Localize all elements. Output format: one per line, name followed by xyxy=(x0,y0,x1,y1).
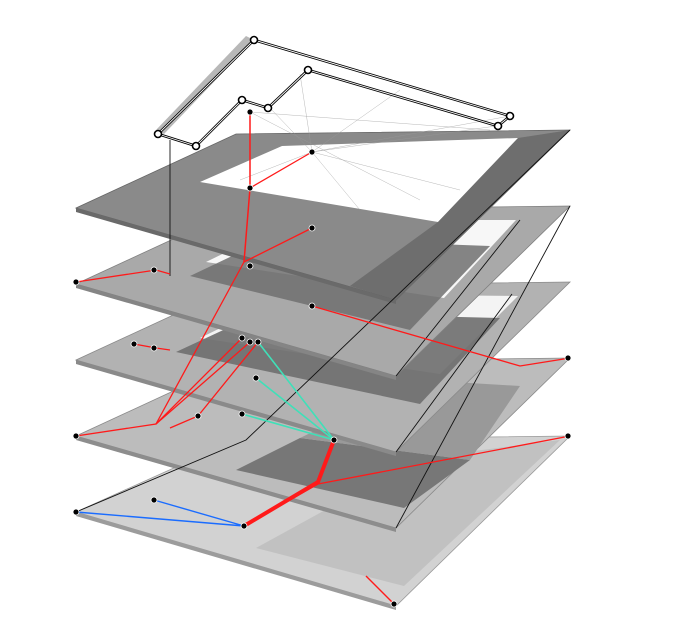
node xyxy=(239,411,245,417)
node xyxy=(239,335,245,341)
outline-vertex xyxy=(239,97,246,104)
node xyxy=(331,437,337,443)
node xyxy=(73,433,79,439)
outline-vertex xyxy=(495,123,502,130)
node xyxy=(241,523,247,529)
node xyxy=(565,355,571,361)
outline-route xyxy=(158,40,510,146)
node xyxy=(73,279,79,285)
node xyxy=(309,225,315,231)
node xyxy=(309,303,315,309)
outline-vertex xyxy=(193,143,200,150)
node xyxy=(253,375,259,381)
outline-vertex xyxy=(507,113,514,120)
outline-vertex xyxy=(251,37,258,44)
node xyxy=(73,509,79,515)
node xyxy=(391,601,397,607)
node xyxy=(195,413,201,419)
node xyxy=(151,497,157,503)
node xyxy=(151,345,157,351)
node xyxy=(247,185,253,191)
node xyxy=(565,433,571,439)
node xyxy=(255,339,261,345)
node xyxy=(309,149,315,155)
node xyxy=(131,341,137,347)
node xyxy=(247,109,253,115)
node xyxy=(247,263,253,269)
layer-5-back-wall xyxy=(156,36,254,134)
outline-vertex xyxy=(265,105,272,112)
node xyxy=(151,267,157,273)
outline-vertex xyxy=(305,67,312,74)
outline-vertex xyxy=(155,131,162,138)
node xyxy=(247,339,253,345)
